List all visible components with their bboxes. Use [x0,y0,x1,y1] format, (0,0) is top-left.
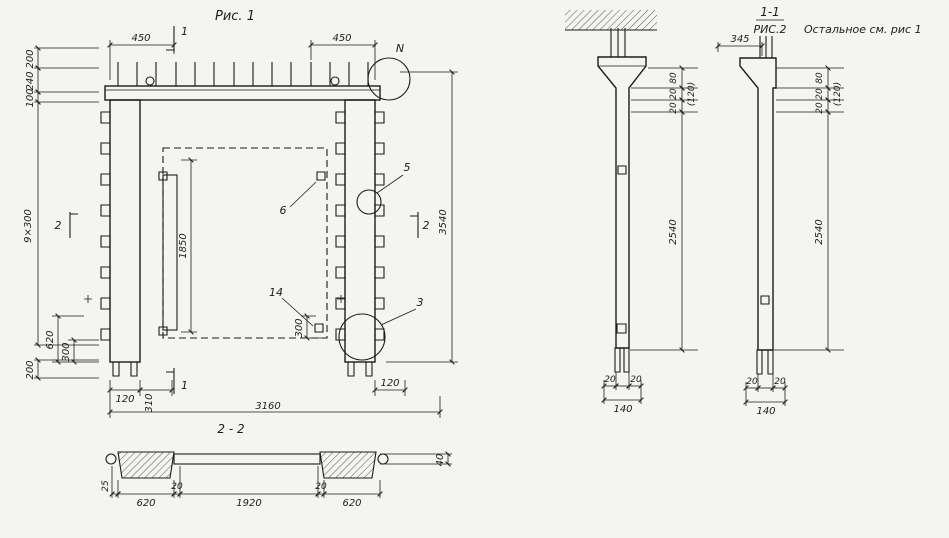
dim-l-120: (120) [687,82,697,106]
dim-l-140: 140 [613,404,632,415]
slab-hatch [565,10,657,30]
fig2-extension-lines [603,42,844,406]
dim-r-140: 140 [756,406,775,417]
callout-label-14: 14 [269,286,283,299]
dim-200-top: 200 [25,49,36,68]
top-beam [104,85,381,101]
right-col-hole [760,295,770,305]
dim-1920: 1920 [236,498,261,509]
dim-300-inner: 300 [294,318,305,337]
detail-circle-3 [338,313,386,361]
dim-r-2540: 2540 [814,219,825,244]
dim-100: 100 [25,88,36,107]
left-col-dowels [610,28,626,57]
figure-1: Рис. 1 N 5 6 14 3 1 1 2 2 [23,9,458,418]
dim-620-sec-right: 620 [342,498,361,509]
dim-20-sec-left: 20 [171,482,183,492]
dim-3540: 3540 [438,209,449,234]
dim-450-left: 450 [131,33,150,44]
left-col-holes [616,165,627,334]
dim-r-20b: 20 [815,102,825,114]
figure-2: 1-1 РИС.2 Остальное см. рис 1 345 80 [565,5,922,417]
dim-240: 240 [25,71,36,90]
left-col-feet [614,347,630,373]
dim-r-b20a: 20 [746,377,758,387]
dowel-bars [117,62,369,86]
dim-120-left: 120 [115,394,134,405]
left-column [109,99,141,363]
embedded-plates [158,171,326,336]
inner-strip [162,174,178,331]
dim-r-80: 80 [815,72,825,84]
dim-620: 620 [45,330,56,349]
dim-20-sec-right: 20 [315,482,327,492]
dim-120-right: 120 [380,378,399,389]
dim-r-b20b: 20 [774,377,786,387]
dim-3160: 3160 [255,401,280,412]
dim-25: 25 [101,480,111,492]
opening-dashed-outline [162,147,328,339]
callout-label-6: 6 [280,204,287,217]
section-extension-lines [111,453,452,498]
dim-9x300: 9×300 [23,209,34,243]
dim-450-right: 450 [332,33,351,44]
dim-l-2540: 2540 [668,219,679,244]
dim-200-bottom: 200 [25,360,36,379]
callout-label-N: N [396,42,404,55]
dim-l-b20b: 20 [630,375,642,385]
section-mark-2-right: 2 [423,219,430,232]
section-right-column-cut [319,451,377,479]
extension-lines [34,40,458,418]
section-loop-left [105,453,117,465]
dim-l-80: 80 [669,72,679,84]
right-column [344,99,376,363]
detail-circle-5 [356,189,382,215]
dim-l-20b: 20 [669,102,679,114]
axis-cross-marks [84,295,345,303]
dim-l-20a: 20 [669,88,679,100]
dim-r-20a: 20 [815,88,825,100]
lifting-hook-right [330,76,340,86]
section-left-column-cut [117,451,175,479]
right-col-body [739,57,777,351]
figure-1-title: Рис. 1 [215,9,255,24]
right-column-keys-outer [374,111,385,341]
dim-40: 40 [435,454,446,467]
dim-l-b20a: 20 [604,375,616,385]
figure-2-title: РИС.2 [753,23,786,36]
column-feet [112,361,373,377]
callout-leader-lines [281,174,417,327]
section-2-2: 2 - 2 40 25 620 20 1920 20 620 [101,422,452,509]
figure-2-section-label: 1-1 [760,5,780,19]
section-mark-1-top: 1 [181,25,188,38]
left-col-body [597,56,647,349]
dim-310: 310 [144,393,155,412]
dim-300-left: 300 [61,342,72,361]
right-column-keys-inner [335,111,346,341]
dim-620-sec-left: 620 [136,498,155,509]
callout-label-3: 3 [417,296,424,309]
section-2-2-title: 2 - 2 [217,422,244,436]
section-loop-right [377,453,389,465]
figure-2-note: Остальное см. рис 1 [804,23,922,36]
dim-r-120: (120) [833,82,843,106]
dim-1850: 1850 [178,233,189,258]
right-col-feet [756,349,774,375]
section-web [173,453,321,465]
dim-345: 345 [730,34,749,45]
section-cut-flags [69,26,419,394]
detail-circle-N [367,57,411,101]
lifting-hook-left [145,76,155,86]
section-mark-2-left: 2 [55,219,62,232]
left-column-keys [100,111,111,341]
callout-label-5: 5 [404,161,411,174]
section-mark-1-bottom: 1 [181,379,188,392]
